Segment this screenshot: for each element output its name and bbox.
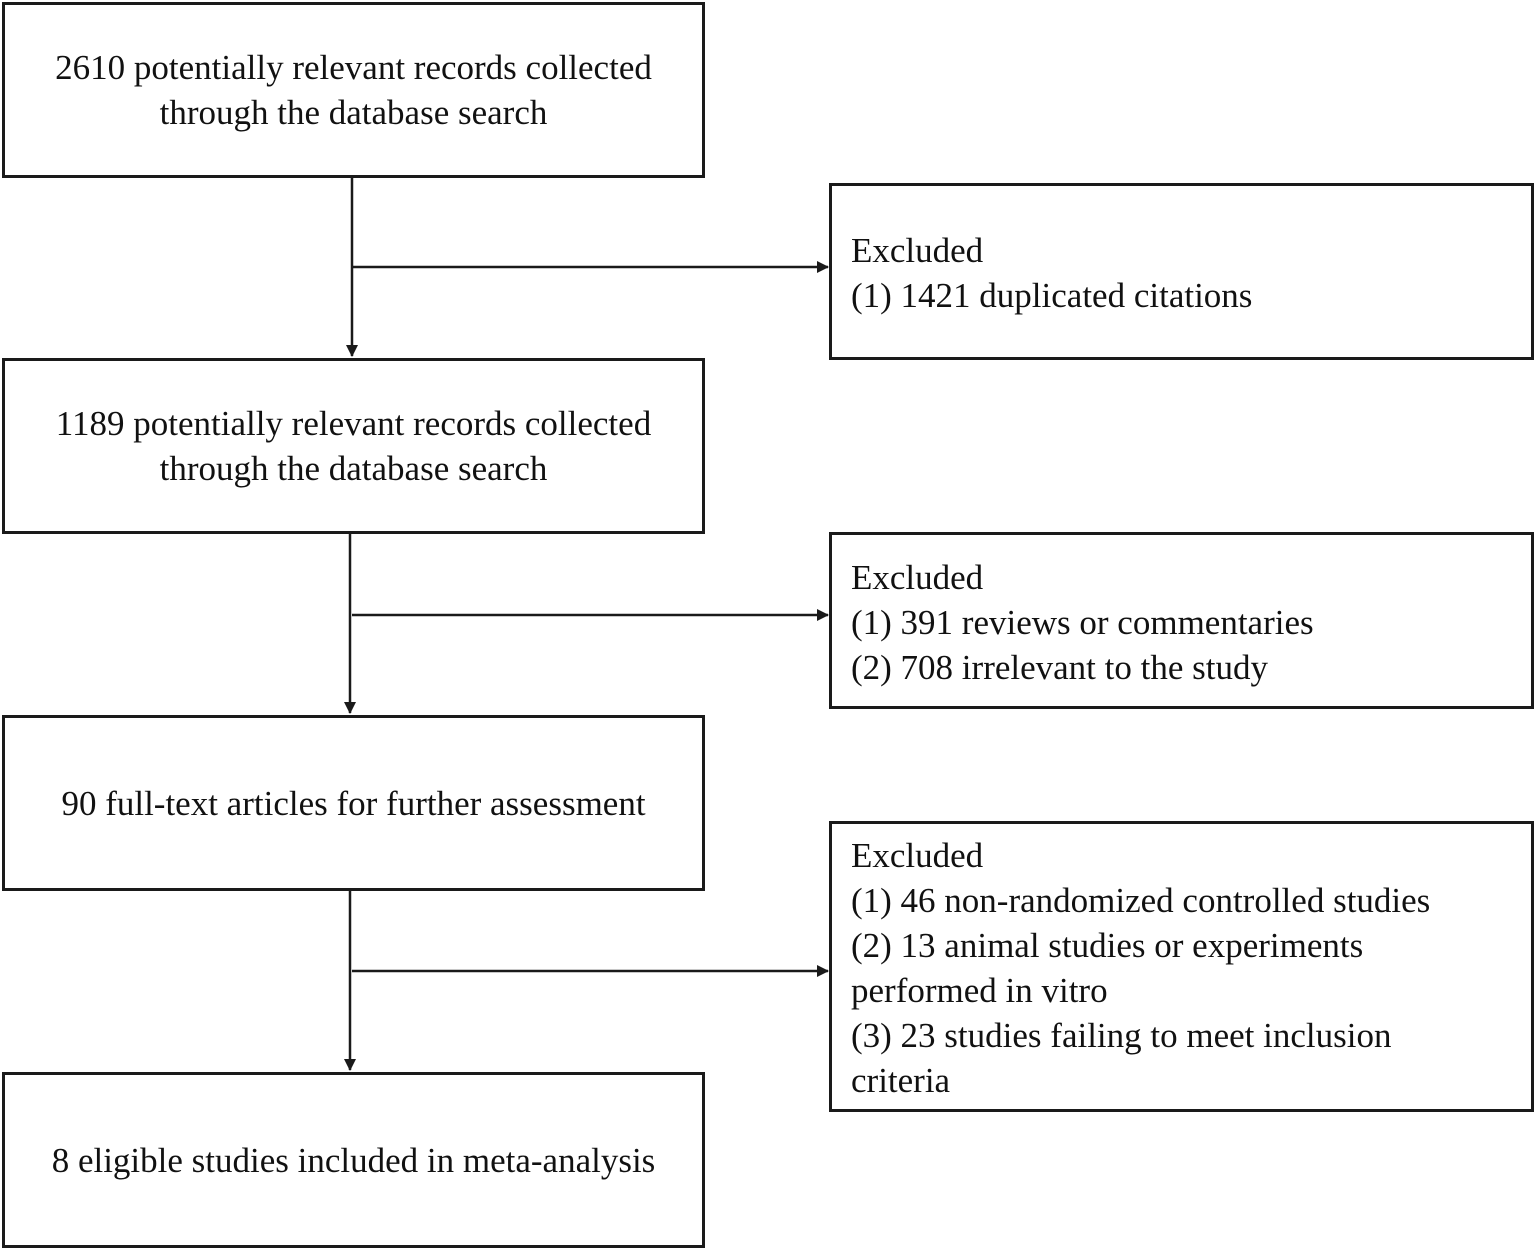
included-studies-box: 8 eligible studies included in meta-anal… [2,1072,705,1248]
records-identified-line-1: 2610 potentially relevant records collec… [55,48,652,87]
exclusion-2-item-1: (1) 391 reviews or commentaries [851,603,1314,642]
exclusion-3-item-2-cont: performed in vitro [851,971,1108,1010]
records-identified-line-2: through the database search [159,93,548,132]
exclusion-1-heading: Excluded [851,231,984,270]
included-studies-line-1: 8 eligible studies included in meta-anal… [51,1140,656,1180]
exclusion-2-heading: Excluded [851,558,984,597]
exclusion-3-heading: Excluded [851,836,984,875]
exclusion-1-item-1: (1) 1421 duplicated citations [851,276,1253,315]
exclusion-box-1: Excluded (1) 1421 duplicated citations [829,183,1534,360]
exclusion-3-item-2: (2) 13 animal studies or experiments [851,926,1364,965]
exclusion-box-3: Excluded (1) 46 non-randomized controlle… [829,821,1534,1112]
records-after-dedup-line-1: 1189 potentially relevant records collec… [55,404,652,443]
exclusion-box-2: Excluded (1) 391 reviews or commentaries… [829,532,1534,709]
exclusion-3-item-3-cont: criteria [851,1061,951,1100]
exclusion-3-item-3: (3) 23 studies failing to meet inclusion [851,1016,1392,1055]
records-after-dedup-line-2: through the database search [159,449,548,488]
exclusion-3-item-1: (1) 46 non-randomized controlled studies [851,881,1431,920]
records-after-dedup-box: 1189 potentially relevant records collec… [2,358,705,534]
full-text-assessment-box: 90 full-text articles for further assess… [2,715,705,891]
exclusion-2-item-2: (2) 708 irrelevant to the study [851,648,1268,687]
full-text-assessment-line-1: 90 full-text articles for further assess… [61,783,646,823]
records-identified-box: 2610 potentially relevant records collec… [2,2,705,178]
